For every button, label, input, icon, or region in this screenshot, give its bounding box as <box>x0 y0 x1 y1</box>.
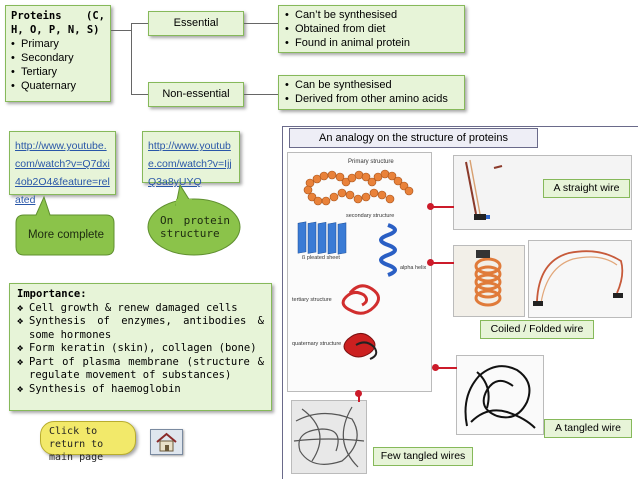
divider-line <box>282 126 283 479</box>
video-link-1[interactable]: http://www.youtube.com/watch?v=Q7dxi4ob2… <box>15 140 110 206</box>
connector-line <box>432 206 454 208</box>
connector-line <box>437 367 457 369</box>
svg-text:alpha helix: alpha helix <box>400 265 427 271</box>
divider-line <box>282 126 638 127</box>
list-item: ❖ Form keratin (skin), collagen (bone) <box>17 342 257 354</box>
proteins-heading: Proteins (C, H, O, P, N, S) <box>11 10 105 36</box>
list-item: Derived from other amino acids <box>285 92 458 106</box>
essential-details: Can’t be synthesised Obtained from diet … <box>278 5 465 53</box>
connector-dot <box>432 364 439 371</box>
return-to-main-button[interactable]: Click to return to main page <box>40 421 136 463</box>
video-link-box-2: http://www.youtube.com/watch?v=IjjQ3a8yU… <box>142 131 240 188</box>
connector-line <box>131 23 132 95</box>
video-link-2[interactable]: http://www.youtube.com/watch?v=IjjQ3a8yU… <box>148 140 232 188</box>
return-label: Click to return to main page <box>49 426 104 463</box>
nonessential-box: Non-essential <box>148 82 244 107</box>
connector-line <box>432 262 454 264</box>
list-item: Secondary <box>11 51 105 65</box>
few-tangled-wires-label: Few tangled wires <box>373 447 473 466</box>
list-item: Obtained from diet <box>285 22 458 36</box>
list-item: ❖ Cell growth & renew damaged cells <box>17 301 238 314</box>
protein-structure-diagram: Primary structure secondary structure ß … <box>287 152 432 392</box>
list-item: Can’t be synthesised <box>285 8 458 22</box>
analogy-title: An analogy on the structure of proteins <box>319 132 508 144</box>
diamond-bullet-icon: ❖ <box>17 301 24 314</box>
video-link-box-1: http://www.youtube.com/watch?v=Q7dxi4ob2… <box>9 131 116 206</box>
analogy-title-box: An analogy on the structure of proteins <box>289 128 538 148</box>
folded-wire-photo <box>528 240 632 318</box>
svg-text:ß pleated sheet: ß pleated sheet <box>302 255 340 261</box>
diamond-bullet-icon: ❖ <box>17 315 24 327</box>
list-item: ❖ Synthesis of haemoglobin <box>17 382 181 395</box>
list-item: Tertiary <box>11 65 105 79</box>
more-complete-label: More complete <box>27 229 105 241</box>
home-button[interactable] <box>150 429 183 455</box>
nonessential-label: Non-essential <box>162 88 230 100</box>
importance-list: ❖ Cell growth & renew damaged cells ❖ Sy… <box>17 302 264 397</box>
diamond-bullet-icon: ❖ <box>17 382 24 395</box>
list-item: Quaternary <box>11 79 105 93</box>
more-complete-callout-shape <box>15 195 115 256</box>
essential-label: Essential <box>173 17 219 29</box>
on-protein-callout-shape <box>147 183 241 256</box>
tangled-wire-photo <box>456 355 544 435</box>
coiled-wire-label: Coiled / Folded wire <box>480 320 594 339</box>
connector-line <box>244 94 278 95</box>
connector-line <box>111 30 131 31</box>
list-item: Can be synthesised <box>285 78 458 92</box>
connector-line <box>358 394 360 402</box>
few-tangled-wires-photo <box>291 400 367 474</box>
diamond-bullet-icon: ❖ <box>17 355 24 368</box>
proteins-structure-list: Primary Secondary Tertiary Quaternary <box>11 37 105 93</box>
home-icon <box>156 432 177 452</box>
list-item: ❖ Synthesis of enzymes, antibodies & som… <box>17 315 264 341</box>
list-item: Found in animal protein <box>285 36 458 50</box>
nonessential-details: Can be synthesised Derived from other am… <box>278 75 465 110</box>
svg-text:Primary structure: Primary structure <box>348 159 394 165</box>
essential-box: Essential <box>148 11 244 36</box>
proteins-box: Proteins (C, H, O, P, N, S) Primary Seco… <box>5 5 111 102</box>
diamond-bullet-icon: ❖ <box>17 342 24 354</box>
coiled-wire-photo <box>453 245 525 317</box>
connector-dot <box>427 259 434 266</box>
tangled-wire-label: A tangled wire <box>544 419 632 438</box>
connector-dot <box>427 203 434 210</box>
connector-dot <box>355 390 362 397</box>
connector-line <box>244 23 278 24</box>
importance-box: Importance: ❖ Cell growth & renew damage… <box>9 283 272 411</box>
svg-text:quaternary structure: quaternary structure <box>292 341 341 347</box>
on-protein-label: On protein structure <box>160 214 230 240</box>
connector-line <box>131 94 148 95</box>
list-item: ❖ Part of plasma membrane (structure & r… <box>17 355 264 382</box>
connector-line <box>131 23 148 24</box>
importance-title: Importance: <box>17 288 87 300</box>
straight-wire-label: A straight wire <box>543 179 630 198</box>
protein-structure-illustration: Primary structure secondary structure ß … <box>292 159 427 360</box>
svg-text:secondary structure: secondary structure <box>346 213 394 219</box>
svg-text:tertiary structure: tertiary structure <box>292 297 332 303</box>
list-item: Primary <box>11 37 105 51</box>
